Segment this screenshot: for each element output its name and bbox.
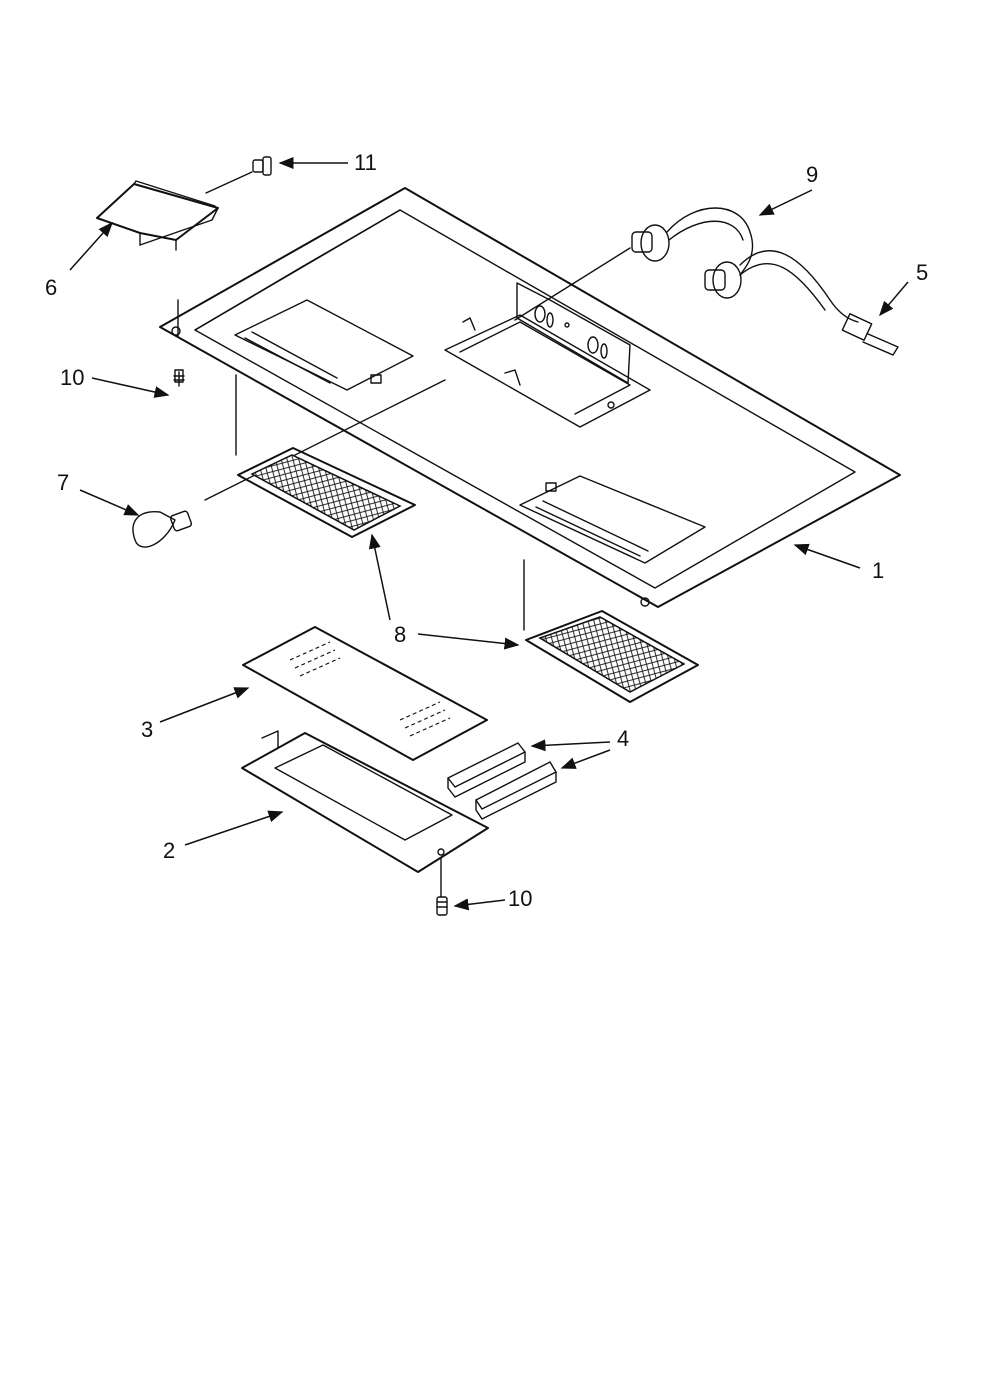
grease-filter-left: [237, 447, 416, 538]
callout-3: 3: [141, 717, 153, 742]
light-cover-frame: [241, 730, 489, 898]
screw-10-upper: [173, 299, 185, 387]
screw-11: [252, 156, 272, 176]
callout-11: 11: [354, 150, 377, 175]
mounting-bracket-part: [96, 171, 253, 251]
spacer-strips-part: [447, 742, 557, 820]
callout-4: 4: [617, 726, 629, 751]
callout-9: 9: [806, 162, 818, 187]
callout-10-lower: 10: [508, 886, 532, 911]
grease-filter-right: [525, 610, 699, 703]
callout-5: 5: [916, 260, 928, 285]
lamp-socket-harness-part: [514, 207, 899, 356]
light-bulb-part: [132, 379, 446, 548]
callout-8: 8: [394, 622, 406, 647]
screw-10-lower: [436, 896, 448, 916]
callout-10-upper: 10: [60, 365, 84, 390]
leader-lines: [69, 157, 909, 911]
callout-1: 1: [872, 558, 884, 583]
callout-6: 6: [45, 275, 57, 300]
bottom-plate-part: [159, 187, 901, 631]
callout-7: 7: [57, 470, 69, 495]
light-cover-panel: [242, 626, 488, 761]
callout-2: 2: [163, 838, 175, 863]
